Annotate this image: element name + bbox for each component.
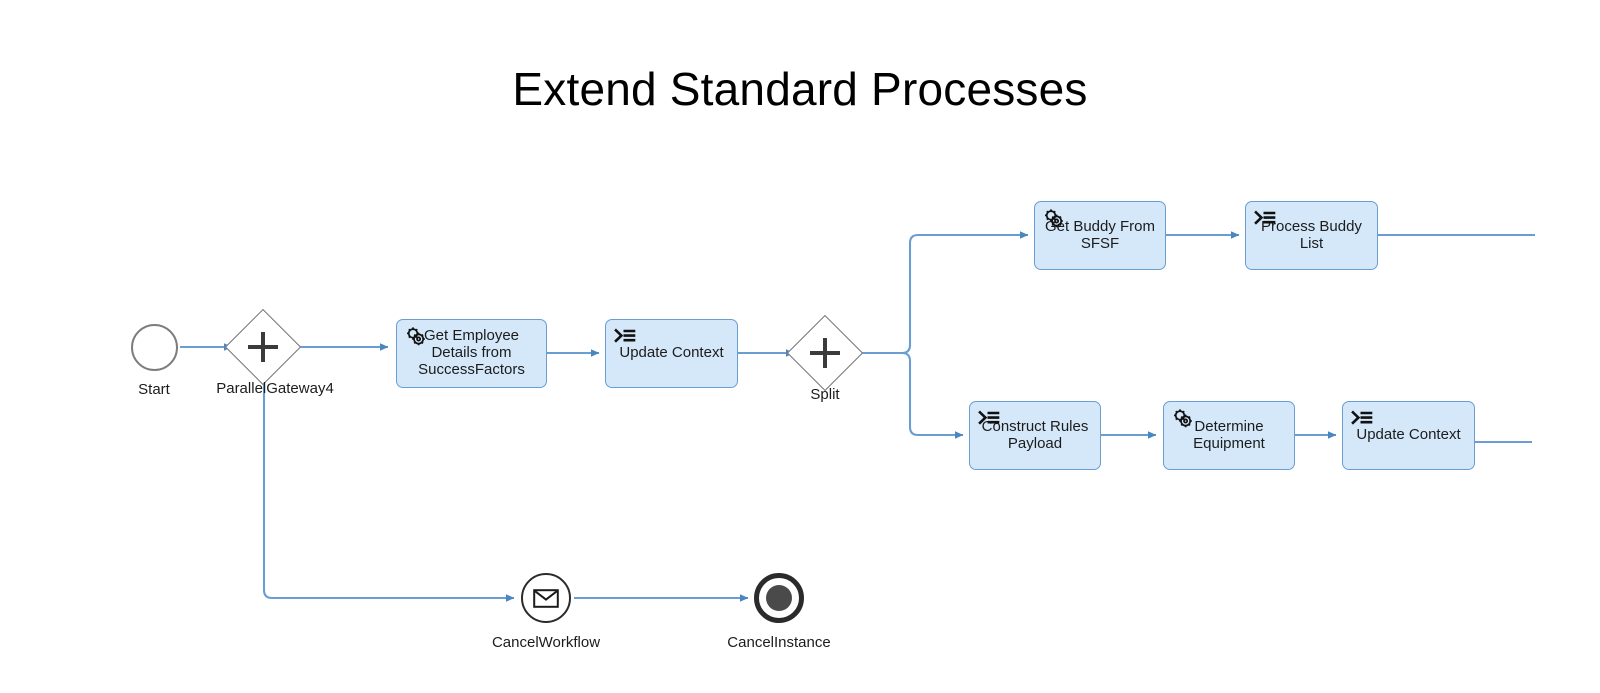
cancelinstance-label: CancelInstance xyxy=(727,634,831,651)
flow-split-to-get-buddy-from-sfsf xyxy=(854,231,1029,355)
gateway-split-label: Split xyxy=(810,386,840,403)
task-label: Get Buddy From SFSF xyxy=(1044,217,1156,252)
task-update-context-main[interactable]: Update Context xyxy=(605,319,738,388)
task-construct-rules-payload[interactable]: Construct Rules Payload xyxy=(969,401,1101,470)
task-process-buddy-list[interactable]: Process Buddy List xyxy=(1245,201,1378,270)
task-label: Process Buddy List xyxy=(1261,217,1362,252)
terminate-marker xyxy=(766,585,792,611)
flow-split-to-construct-rules-payload xyxy=(854,351,964,439)
envelope-icon xyxy=(533,588,559,608)
gateway-parallelgateway4-label: ParallelGateway4 xyxy=(216,380,334,397)
task-label: Get Employee Details from SuccessFactors xyxy=(418,327,525,378)
task-label: Update Context xyxy=(1356,426,1461,444)
cancelworkflow-event[interactable] xyxy=(521,573,571,623)
task-get-buddy-from-sfsf[interactable]: Get Buddy From SFSF xyxy=(1034,201,1166,270)
task-label: Update Context xyxy=(619,344,724,362)
task-determine-equipment[interactable]: Determine Equipment xyxy=(1163,401,1295,470)
page-title: Extend Standard Processes xyxy=(512,63,1088,115)
cancelinstance-event[interactable] xyxy=(754,573,804,623)
cancelworkflow-label: CancelWorkflow xyxy=(491,634,601,651)
gear-icon xyxy=(1174,409,1192,428)
task-get-employee-details[interactable]: Get Employee Details from SuccessFactors xyxy=(396,319,547,388)
start-event-label: Start xyxy=(138,381,170,398)
flow-parallelgateway4-to-cancelworkflow xyxy=(262,377,515,602)
task-label: Construct Rules Payload xyxy=(981,417,1089,452)
task-label: Determine Equipment xyxy=(1193,417,1265,452)
task-update-context-lower[interactable]: Update Context xyxy=(1342,401,1475,470)
start-event[interactable] xyxy=(131,324,178,371)
